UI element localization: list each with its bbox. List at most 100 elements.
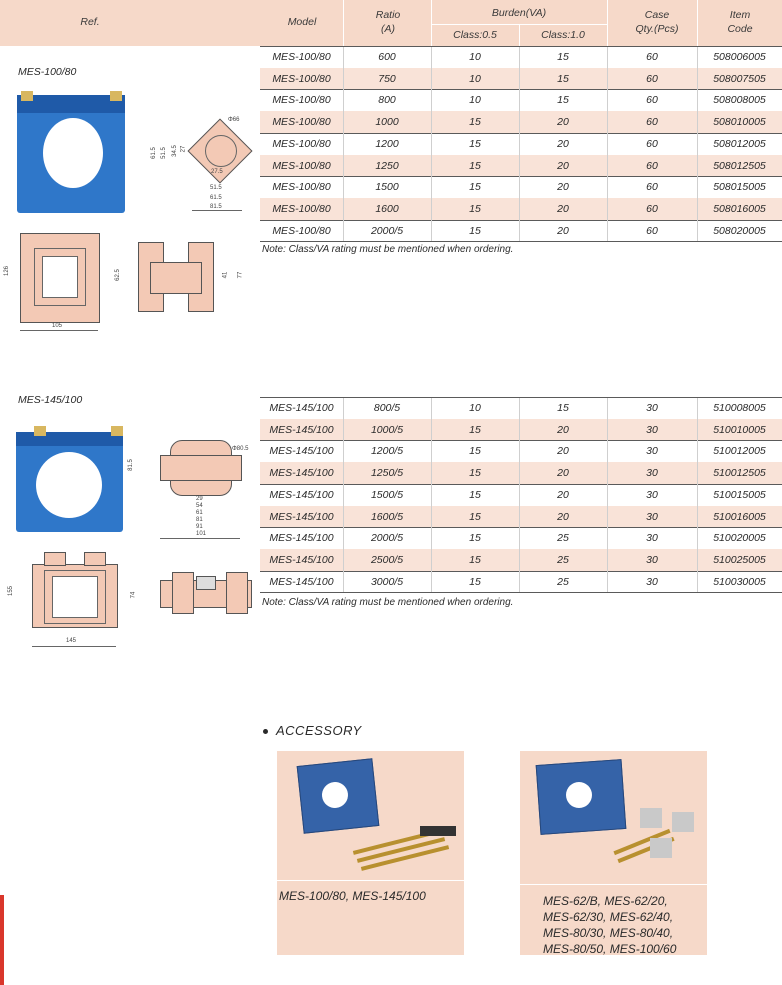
header-item: Item	[729, 9, 751, 21]
column-divider	[343, 397, 344, 593]
row-divider	[260, 397, 782, 398]
cell-code: 508015005	[713, 181, 766, 194]
cell-code: 510012005	[713, 445, 766, 458]
header-model: Model	[287, 16, 317, 28]
table-header	[0, 0, 782, 46]
cell-c10: 25	[557, 532, 569, 545]
cell-ratio: 3000/5	[370, 575, 404, 588]
dim-label: 77	[237, 271, 244, 279]
cell-c05: 15	[469, 467, 481, 480]
dim-label: 81.5	[127, 459, 134, 471]
cell-code: 510025005	[713, 553, 766, 566]
dim-label: 27	[180, 145, 187, 153]
cell-qty: 60	[646, 202, 658, 215]
cell-c05: 10	[469, 72, 481, 85]
cell-ratio: 1000/5	[370, 423, 404, 436]
header-divider	[431, 24, 607, 25]
column-divider	[431, 46, 432, 242]
column-divider	[343, 46, 344, 242]
cell-code: 508007505	[713, 72, 766, 85]
cell-ratio: 1000	[375, 116, 399, 129]
cell-c10: 20	[557, 467, 569, 480]
header-class05: Class:0.5	[453, 29, 497, 41]
cell-c10: 20	[557, 202, 569, 215]
cell-model: MES-100/80	[272, 159, 331, 172]
cell-ratio: 2500/5	[370, 553, 404, 566]
cell-model: MES-145/100	[269, 488, 334, 501]
cell-model: MES-100/80	[272, 181, 331, 194]
column-divider	[431, 397, 432, 593]
header-divider	[519, 25, 520, 46]
cell-ratio: 1200/5	[370, 445, 404, 458]
cell-c10: 20	[557, 488, 569, 501]
cell-c05: 15	[469, 116, 481, 129]
dim-label: 62.5	[114, 269, 121, 281]
dim-label: 41	[222, 271, 229, 279]
dim-label: Φ66	[228, 117, 240, 123]
cell-ratio: 1500/5	[370, 488, 404, 501]
cell-model: MES-145/100	[269, 423, 334, 436]
cell-c05: 15	[469, 159, 481, 172]
cell-qty: 60	[646, 51, 658, 63]
header-divider	[343, 0, 344, 46]
column-divider	[519, 397, 520, 593]
cell-c10: 15	[557, 402, 569, 414]
row-divider	[260, 241, 782, 243]
cell-qty: 60	[646, 94, 658, 107]
cell-model: MES-100/80	[272, 94, 331, 107]
dim-label: 61.5	[150, 147, 157, 159]
cell-code: 508008005	[713, 94, 766, 107]
cell-code: 508012005	[713, 137, 766, 150]
cell-c10: 20	[557, 423, 569, 436]
cell-qty: 30	[646, 445, 658, 458]
cell-code: 508016005	[713, 202, 766, 215]
cell-code: 510010005	[713, 423, 766, 436]
cell-model: MES-145/100	[269, 467, 334, 480]
cell-qty: 30	[646, 532, 658, 545]
cell-code: 510008005	[713, 402, 766, 414]
cell-ratio: 1600/5	[370, 510, 404, 523]
dim-label: 51.5	[160, 147, 167, 159]
cell-model: MES-145/100	[269, 532, 334, 545]
dim-label: 34.5	[171, 145, 178, 157]
cell-c10: 25	[557, 553, 569, 566]
cell-qty: 30	[646, 488, 658, 501]
cell-c05: 15	[469, 137, 481, 150]
cell-model: MES-100/80	[272, 202, 331, 215]
cell-c05: 10	[469, 51, 481, 63]
cell-model: MES-100/80	[272, 137, 331, 150]
header-burden: Burden(VA)	[491, 7, 547, 19]
column-divider	[697, 397, 698, 593]
cell-model: MES-100/80	[272, 116, 331, 129]
cell-code: 508012505	[713, 159, 766, 172]
ordering-note: Note: Class/VA rating must be mentioned …	[262, 244, 514, 255]
cell-model: MES-100/80	[272, 51, 331, 63]
cell-ratio: 2000/5	[370, 532, 404, 545]
cell-qty: 60	[646, 72, 658, 85]
row-divider	[260, 592, 782, 594]
dim-label: 51.5	[210, 185, 222, 191]
header-ratio-unit: (A)	[381, 23, 395, 35]
cell-qty: 30	[646, 402, 658, 414]
dim-label: 61.5	[210, 195, 222, 201]
cell-c05: 15	[469, 488, 481, 501]
cell-ratio: 800	[378, 94, 396, 107]
dim-label: 81.5	[210, 204, 222, 210]
cell-code: 508006005	[713, 51, 766, 63]
cell-model: MES-100/80	[272, 72, 331, 85]
row-divider	[260, 46, 782, 47]
cell-code: 510020005	[713, 532, 766, 545]
dim-label: 91	[196, 524, 203, 530]
